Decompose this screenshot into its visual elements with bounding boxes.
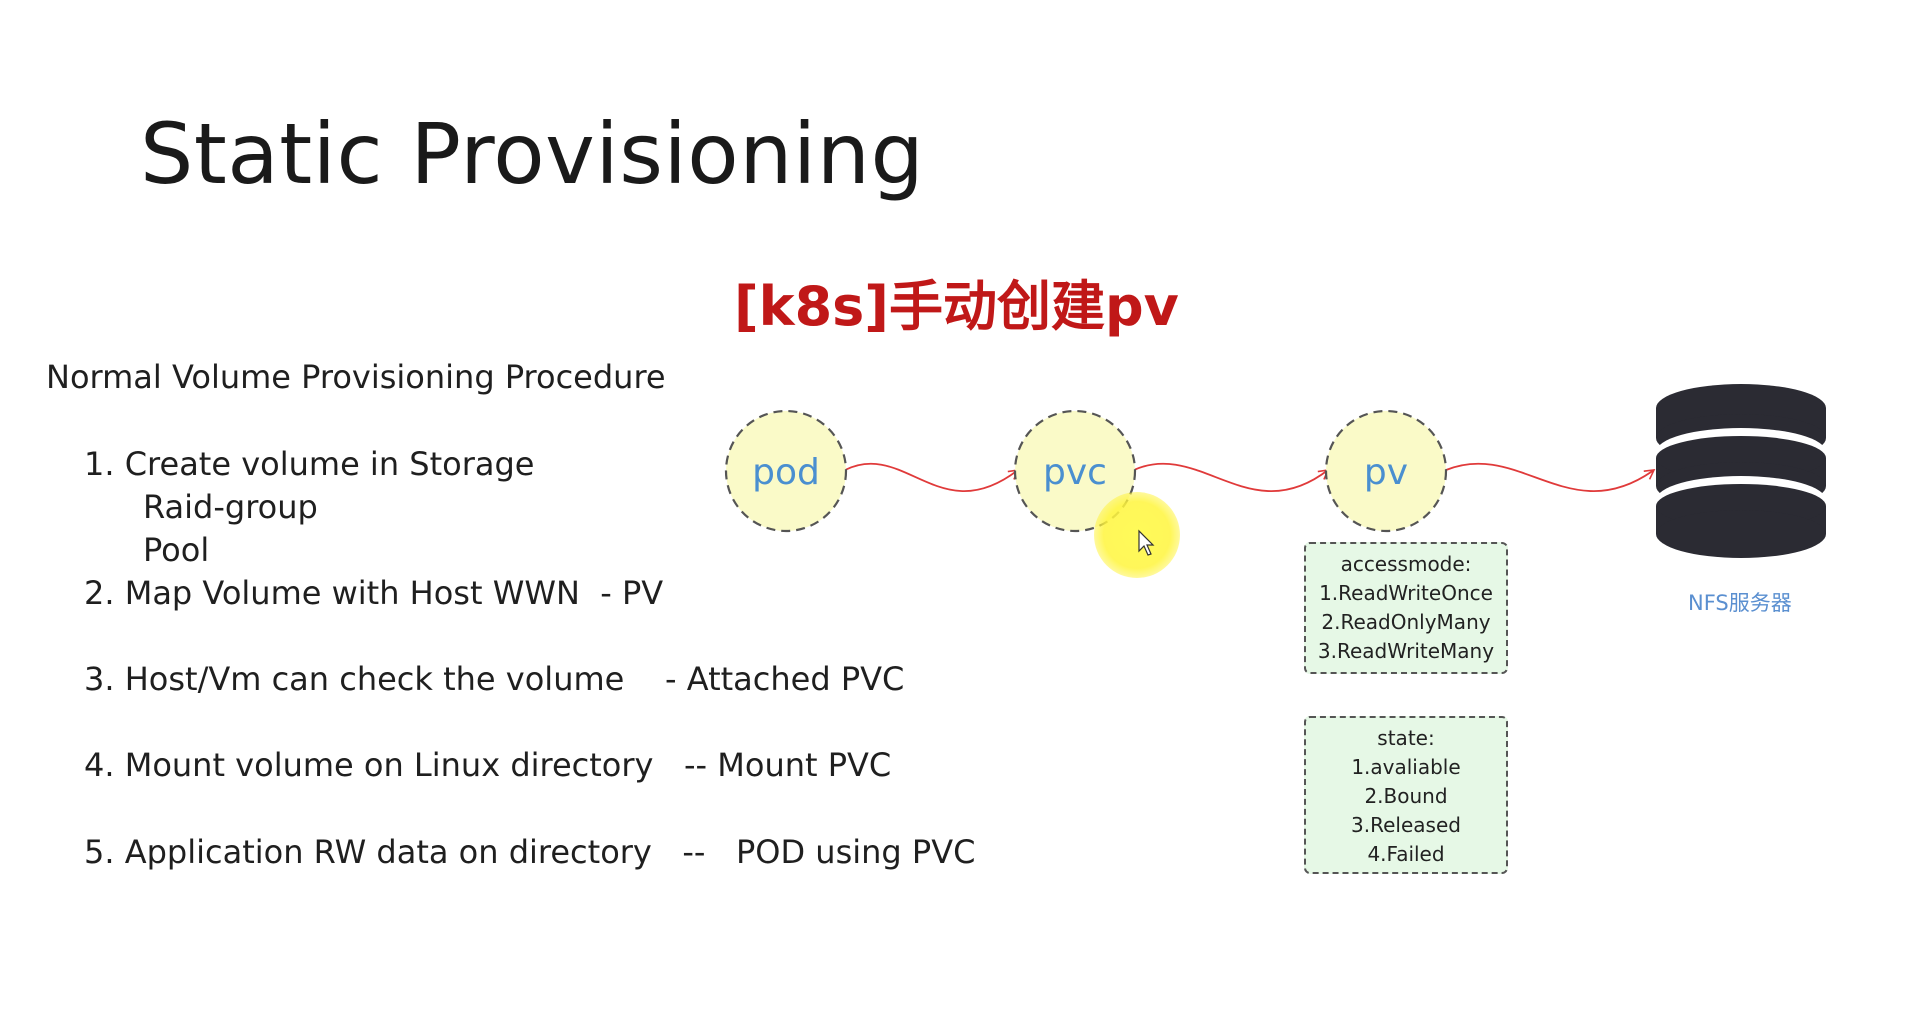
accessmode-heading: accessmode: bbox=[1340, 552, 1472, 576]
node-pv-label: pv bbox=[1364, 452, 1408, 493]
step-5: 5. Application RW data on directory -- P… bbox=[84, 833, 976, 871]
state-item: 3.Released bbox=[1351, 813, 1461, 837]
cursor-highlight bbox=[1094, 492, 1180, 578]
arrow-pvc-to-pv bbox=[1133, 462, 1330, 492]
state-item: 1.avaliable bbox=[1351, 755, 1461, 779]
step-1-sub-raid-group: Raid-group bbox=[143, 488, 318, 526]
state-item: 2.Bound bbox=[1364, 784, 1448, 808]
nfs-server-label: NFS服务器 bbox=[1688, 591, 1792, 615]
node-pv: pv bbox=[1324, 409, 1448, 533]
chinese-subtitle: [k8s]手动创建pv bbox=[734, 275, 1179, 338]
accessmode-item: 1.ReadWriteOnce bbox=[1319, 581, 1493, 605]
state-heading: state: bbox=[1377, 726, 1435, 750]
step-1-sub-pool: Pool bbox=[143, 531, 210, 569]
step-1: 1. Create volume in Storage bbox=[84, 445, 535, 483]
state-box: state: 1.avaliable 2.Bound 3.Released 4.… bbox=[1304, 716, 1508, 874]
step-4: 4. Mount volume on Linux directory -- Mo… bbox=[84, 746, 892, 784]
arrow-pv-to-storage bbox=[1445, 462, 1656, 492]
accessmode-box: accessmode: 1.ReadWriteOnce 2.ReadOnlyMa… bbox=[1304, 542, 1508, 674]
node-pod: pod bbox=[724, 409, 848, 533]
procedure-heading: Normal Volume Provisioning Procedure bbox=[46, 358, 666, 396]
slide-title: Static Provisioning bbox=[140, 105, 925, 203]
node-pod-label: pod bbox=[752, 452, 820, 493]
node-pvc: pvc bbox=[1013, 409, 1137, 533]
accessmode-item: 2.ReadOnlyMany bbox=[1321, 610, 1491, 634]
step-3: 3. Host/Vm can check the volume - Attach… bbox=[84, 660, 905, 698]
step-2: 2. Map Volume with Host WWN - PV bbox=[84, 574, 664, 612]
database-icon bbox=[1656, 384, 1826, 558]
arrow-pod-to-pvc bbox=[844, 462, 1020, 492]
node-pvc-label: pvc bbox=[1043, 452, 1107, 493]
state-item: 4.Failed bbox=[1367, 842, 1445, 866]
accessmode-item: 3.ReadWriteMany bbox=[1317, 639, 1495, 663]
